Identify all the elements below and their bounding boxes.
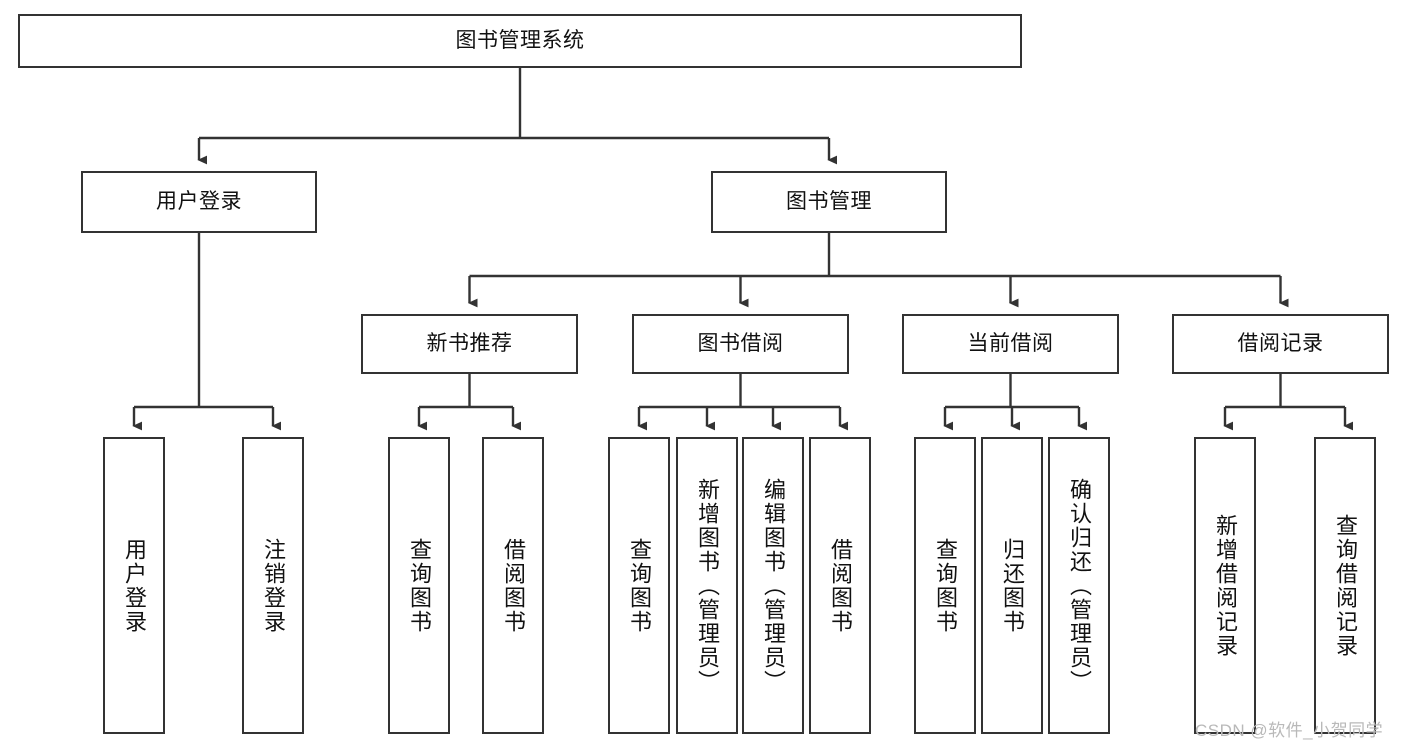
node-label: 编辑图书（管理员） xyxy=(761,477,786,694)
node-label: 图书管理系统 xyxy=(455,28,585,52)
node-leaf-br-query[interactable]: 查询借阅记录 xyxy=(1314,437,1376,734)
node-leaf-cb-return[interactable]: 归还图书 xyxy=(981,437,1043,734)
node-leaf-bb-query[interactable]: 查询图书 xyxy=(608,437,670,734)
node-root[interactable]: 图书管理系统 xyxy=(18,14,1022,68)
node-leaf-bb-add[interactable]: 新增图书（管理员） xyxy=(676,437,738,734)
node-label: 查询借阅记录 xyxy=(1333,513,1358,658)
node-user-login[interactable]: 用户登录 xyxy=(81,171,317,233)
node-leaf-rec-borrow[interactable]: 借阅图书 xyxy=(482,437,544,734)
node-label: 用户登录 xyxy=(122,537,147,634)
node-label: 借阅图书 xyxy=(828,537,853,634)
csdn-watermark: CSDN @软件_小贺同学 xyxy=(1195,721,1384,740)
node-label: 新增借阅记录 xyxy=(1213,513,1238,658)
node-label: 归还图书 xyxy=(1000,537,1025,634)
node-label: 借阅图书 xyxy=(501,537,526,634)
node-leaf-br-add[interactable]: 新增借阅记录 xyxy=(1194,437,1256,734)
node-label: 查询图书 xyxy=(407,537,432,634)
node-label: 图书借阅 xyxy=(697,331,784,355)
node-leaf-bb-edit[interactable]: 编辑图书（管理员） xyxy=(742,437,804,734)
node-book-manage[interactable]: 图书管理 xyxy=(711,171,947,233)
node-label: 新增图书（管理员） xyxy=(695,477,720,694)
node-label: 借阅记录 xyxy=(1237,331,1324,355)
node-label: 注销登录 xyxy=(261,537,286,634)
node-label: 当前借阅 xyxy=(967,331,1054,355)
node-new-book-rec[interactable]: 新书推荐 xyxy=(361,314,578,374)
node-leaf-cb-confirm[interactable]: 确认归还（管理员） xyxy=(1048,437,1110,734)
node-label: 新书推荐 xyxy=(426,331,513,355)
node-label: 图书管理 xyxy=(786,189,872,213)
node-label: 用户登录 xyxy=(156,189,242,213)
node-label: 查询图书 xyxy=(933,537,958,634)
node-label: 确认归还（管理员） xyxy=(1067,477,1092,694)
node-leaf-user-logout[interactable]: 注销登录 xyxy=(242,437,304,734)
node-borrow-record[interactable]: 借阅记录 xyxy=(1172,314,1389,374)
node-label: 查询图书 xyxy=(627,537,652,634)
node-current-borrow[interactable]: 当前借阅 xyxy=(902,314,1119,374)
node-leaf-rec-query[interactable]: 查询图书 xyxy=(388,437,450,734)
node-leaf-user-login[interactable]: 用户登录 xyxy=(103,437,165,734)
node-book-borrow[interactable]: 图书借阅 xyxy=(632,314,849,374)
node-leaf-bb-borrow[interactable]: 借阅图书 xyxy=(809,437,871,734)
node-leaf-cb-query[interactable]: 查询图书 xyxy=(914,437,976,734)
